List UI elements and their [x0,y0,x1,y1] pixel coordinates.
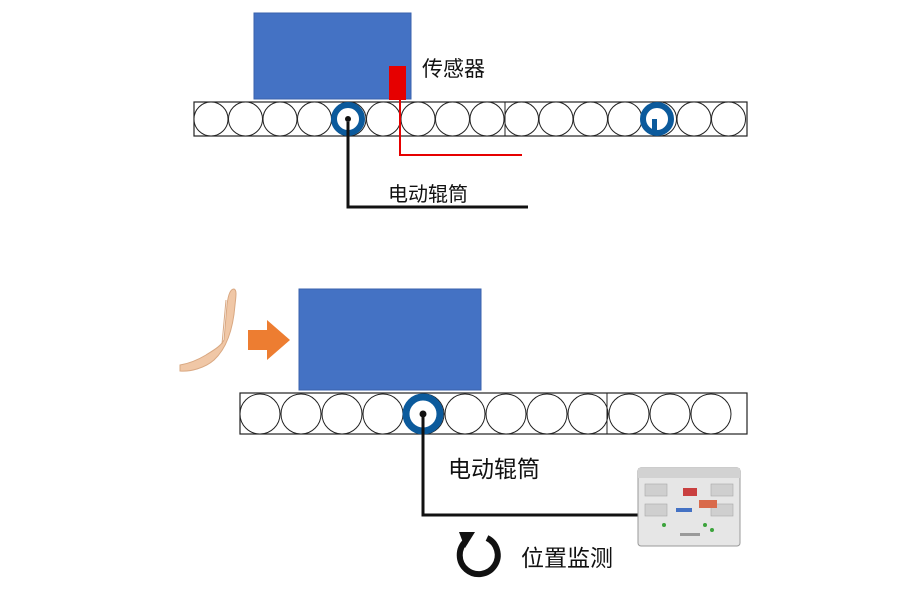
controller-module-icon [637,467,741,547]
bottom-roller-8 [567,393,609,435]
position-monitoring-label: 位置监测 [521,546,613,572]
top-roller-1 [228,101,263,137]
top-roller-15 [711,101,746,137]
top-roller-11 [573,101,608,137]
bottom-roller-6 [485,393,527,435]
top-roller-5 [366,101,401,137]
top-roller-2 [262,101,298,137]
motor-roller-label-bottom: 电动辊筒 [448,457,540,483]
sensor-wire [399,100,522,156]
motor-roller-label-top: 电动辊筒 [388,182,468,206]
motor-roller-top-2 [640,102,674,136]
top-roller-wire [346,122,528,209]
top-package-box [253,12,412,100]
rotate-icon [456,532,501,578]
stop-hand-icon [179,288,237,372]
bottom-conveyor [239,392,748,435]
bottom-roller-10 [649,393,691,435]
top-roller-14 [676,101,712,137]
top-rollers [193,101,746,137]
top-roller-7 [435,101,470,137]
top-roller-0 [193,101,229,137]
top-roller-3 [297,101,332,137]
top-roller-6 [400,101,436,137]
bottom-package-box [298,288,482,391]
bottom-rollers [239,393,732,435]
bottom-roller-0 [239,393,281,435]
top-roller-9 [504,101,539,137]
bottom-roller-1 [280,393,322,435]
bottom-roller-9 [608,393,650,435]
bottom-roller-5 [444,393,486,435]
bottom-roller-11 [690,393,732,435]
bottom-roller-3 [362,393,404,435]
push-arrow-icon [248,320,290,360]
sensor-label: 传感器 [422,57,485,81]
bottom-roller-7 [526,393,568,435]
top-roller-8 [469,101,505,137]
sensor [389,66,406,100]
bottom-roller-2 [321,393,363,435]
top-roller-12 [607,101,643,137]
top-roller-10 [538,101,574,137]
bottom-roller-wire [421,417,640,517]
